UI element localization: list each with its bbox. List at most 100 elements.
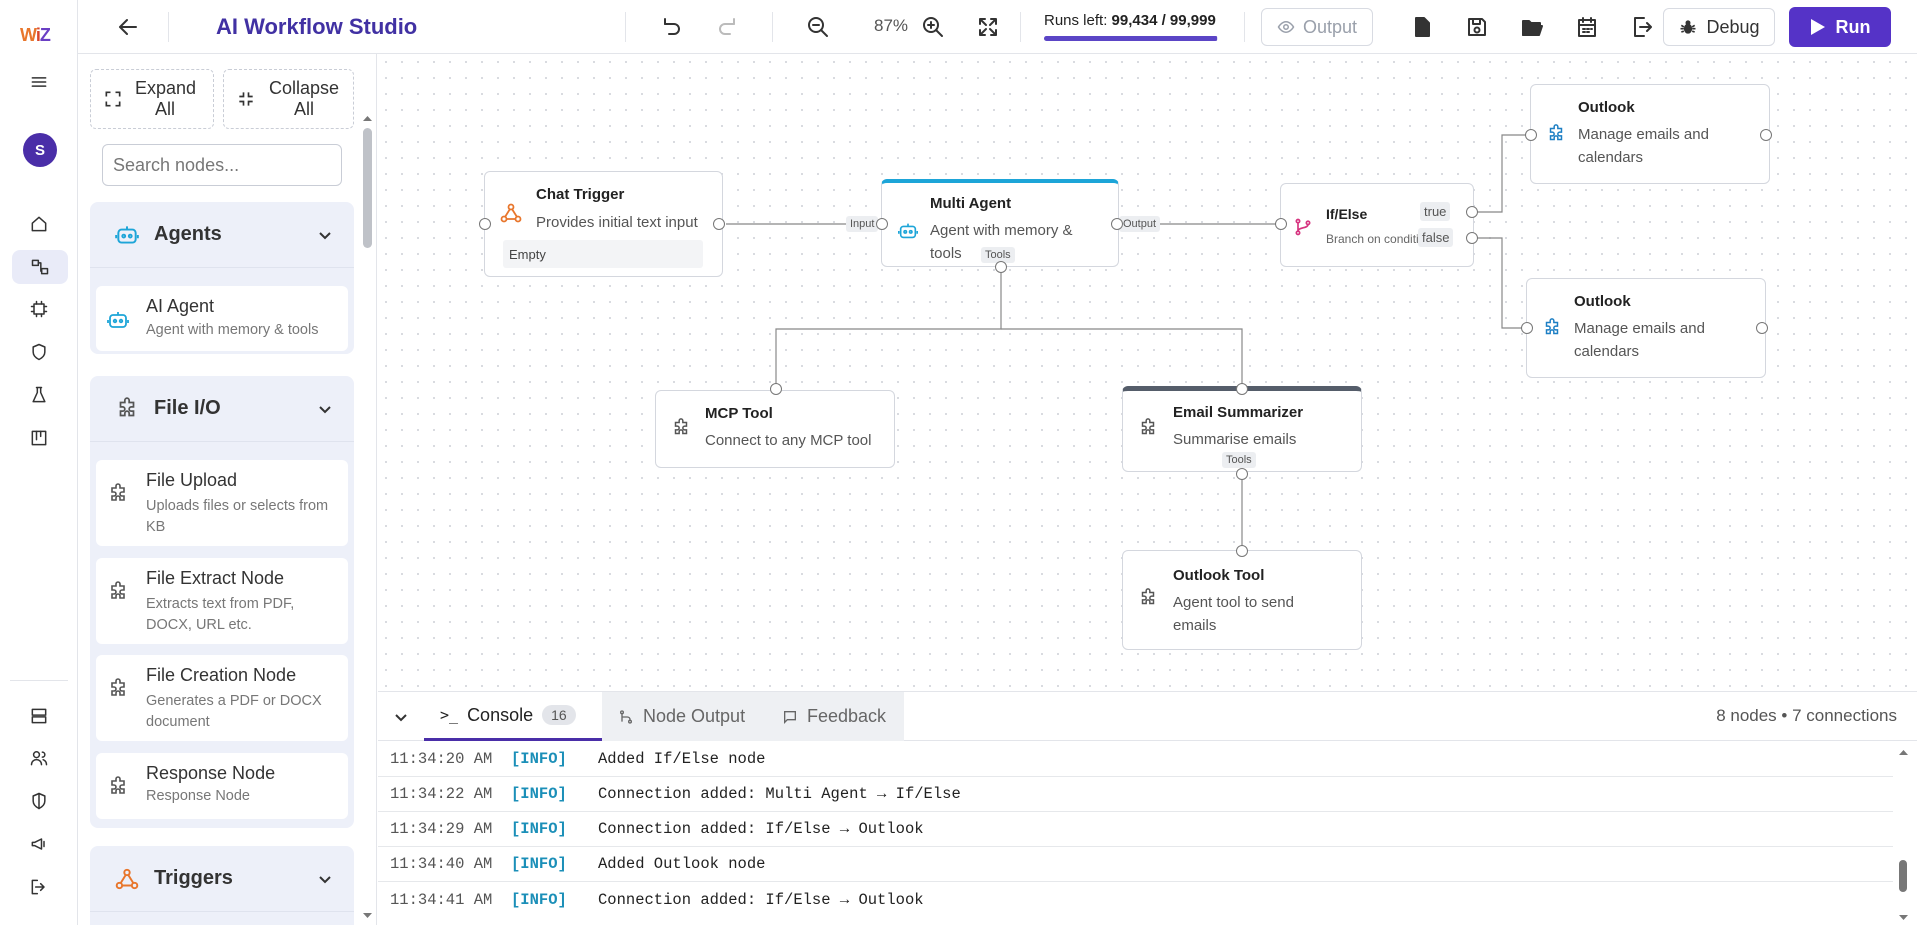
port-multi-tools[interactable]	[995, 261, 1007, 273]
tab-node-output[interactable]: Node Output	[602, 692, 766, 741]
port-ifelse-in[interactable]	[1275, 218, 1287, 230]
flask-icon[interactable]	[22, 378, 56, 412]
zoom-in-icon[interactable]	[913, 8, 953, 46]
collapse-all-button[interactable]: Collapse All	[223, 69, 354, 129]
node-if-else[interactable]: If/Else Branch on conditi true false	[1280, 183, 1474, 267]
redo-icon[interactable]	[707, 8, 747, 46]
folder-open-icon[interactable]	[1512, 8, 1552, 46]
branch-icon	[1295, 218, 1311, 236]
category-triggers-header[interactable]: Triggers	[90, 846, 354, 912]
edge-multi-to-mcp	[775, 270, 1002, 384]
collapse-icon	[239, 92, 253, 106]
port-multi-out[interactable]	[1111, 218, 1123, 230]
fit-view-icon[interactable]	[968, 8, 1008, 46]
port-mcp-top[interactable]	[770, 383, 782, 395]
node-palette: Expand All Collapse All Agents AI Agent …	[78, 54, 377, 925]
megaphone-icon[interactable]	[22, 827, 56, 861]
robot-icon	[898, 223, 918, 239]
node-desc: Summarise emails	[1173, 431, 1297, 448]
node-desc: Agent with memory & tools	[930, 222, 1073, 262]
collapse-all-label: Collapse All	[268, 78, 340, 119]
output-button[interactable]: Output	[1261, 8, 1373, 46]
scroll-down-icon[interactable]	[1898, 914, 1909, 922]
node-title: If/Else	[1326, 206, 1368, 222]
security-icon[interactable]	[22, 784, 56, 818]
port-chat-out[interactable]	[713, 218, 725, 230]
top-bar: AI Workflow Studio 87% Runs left: 99,434…	[78, 0, 1917, 54]
node-outlook-1[interactable]: Outlook Manage emails and calendars	[1530, 84, 1770, 184]
category-file-io-header[interactable]: File I/O	[90, 376, 354, 442]
category-agents-header[interactable]: Agents	[90, 202, 354, 268]
panel-tabs: >_ Console 16 Node Output Feedback 8 nod…	[378, 692, 1917, 741]
port-outlook1-in[interactable]	[1525, 129, 1537, 141]
palette-item-file-extract[interactable]: File Extract Node Extracts text from PDF…	[96, 558, 348, 644]
avatar[interactable]: S	[23, 133, 57, 167]
log-row: 11:34:29 AM[INFO]Connection added: If/El…	[378, 812, 1893, 847]
log-time: 11:34:40 AM	[390, 855, 493, 873]
back-arrow-icon[interactable]	[108, 8, 148, 46]
shield-icon[interactable]	[22, 335, 56, 369]
node-mcp-tool[interactable]: MCP Tool Connect to any MCP tool	[655, 390, 895, 468]
category-triggers: Triggers	[90, 846, 354, 925]
home-icon[interactable]	[22, 207, 56, 241]
export-icon[interactable]	[1622, 8, 1662, 46]
users-icon[interactable]	[22, 741, 56, 775]
scroll-up-icon[interactable]	[362, 114, 373, 122]
puzzle-icon	[1545, 318, 1559, 335]
sidebar-scrollbar[interactable]	[363, 128, 372, 248]
node-desc: Manage emails and calendars	[1574, 320, 1705, 360]
palette-item-file-upload[interactable]: File Upload Uploads files or selects fro…	[96, 460, 348, 546]
node-chat-trigger[interactable]: Chat Trigger Provides initial text input…	[484, 171, 723, 277]
node-desc: Provides initial text input	[536, 214, 698, 231]
port-outlook2-out[interactable]	[1756, 322, 1768, 334]
port-multi-in[interactable]	[876, 218, 888, 230]
expand-all-button[interactable]: Expand All	[90, 69, 214, 129]
logout-icon[interactable]	[22, 870, 56, 904]
search-input[interactable]	[102, 144, 342, 186]
save-icon[interactable]	[1457, 8, 1497, 46]
item-desc: Generates a PDF or DOCX document	[146, 693, 322, 730]
port-email-top[interactable]	[1236, 383, 1248, 395]
port-email-tools[interactable]	[1236, 468, 1248, 480]
node-outlook-2[interactable]: Outlook Manage emails and calendars	[1526, 278, 1766, 378]
collapse-panel-icon[interactable]	[378, 692, 424, 741]
log-message: Connection added: If/Else → Outlook	[598, 890, 924, 909]
port-ifelse-false[interactable]	[1466, 232, 1478, 244]
scroll-down-icon[interactable]	[362, 912, 373, 920]
undo-icon[interactable]	[652, 8, 692, 46]
chevron-down-icon[interactable]	[318, 402, 332, 416]
branch-icon	[620, 709, 632, 724]
node-outlook-tool[interactable]: Outlook Tool Agent tool to send emails	[1122, 550, 1362, 650]
storage-icon[interactable]	[22, 699, 56, 733]
file-icon[interactable]	[1402, 8, 1442, 46]
workflow-icon[interactable]	[12, 250, 68, 284]
port-chat-in[interactable]	[479, 218, 491, 230]
chevron-down-icon[interactable]	[318, 228, 332, 242]
divider	[1020, 12, 1021, 42]
console-count-badge: 16	[542, 705, 576, 725]
eye-icon	[1277, 20, 1295, 34]
zoom-out-icon[interactable]	[798, 8, 838, 46]
app-logo[interactable]: WiZ	[20, 25, 51, 45]
chevron-down-icon[interactable]	[318, 872, 332, 886]
palette-item-response[interactable]: Response Node Response Node	[96, 753, 348, 819]
node-title: Outlook	[1578, 99, 1635, 116]
branch-true-label: true	[1420, 202, 1451, 221]
tab-console[interactable]: >_ Console 16	[424, 692, 602, 741]
tab-feedback[interactable]: Feedback	[766, 692, 904, 741]
console-scrollbar[interactable]	[1899, 860, 1907, 892]
port-outlook-tool-top[interactable]	[1236, 545, 1248, 557]
port-ifelse-true[interactable]	[1466, 206, 1478, 218]
palette-item-file-creation[interactable]: File Creation Node Generates a PDF or DO…	[96, 655, 348, 741]
workflow-canvas[interactable]: Chat Trigger Provides initial text input…	[378, 54, 1917, 691]
debug-button[interactable]: Debug	[1663, 8, 1775, 46]
run-button[interactable]: Run	[1789, 7, 1891, 47]
palette-item-ai-agent[interactable]: AI Agent Agent with memory & tools	[96, 286, 348, 351]
port-outlook2-in[interactable]	[1521, 322, 1533, 334]
board-icon[interactable]	[22, 421, 56, 455]
calendar-icon[interactable]	[1567, 8, 1607, 46]
chip-icon[interactable]	[22, 292, 56, 326]
menu-icon[interactable]	[22, 65, 56, 99]
port-outlook1-out[interactable]	[1760, 129, 1772, 141]
scroll-up-icon[interactable]	[1898, 748, 1909, 756]
